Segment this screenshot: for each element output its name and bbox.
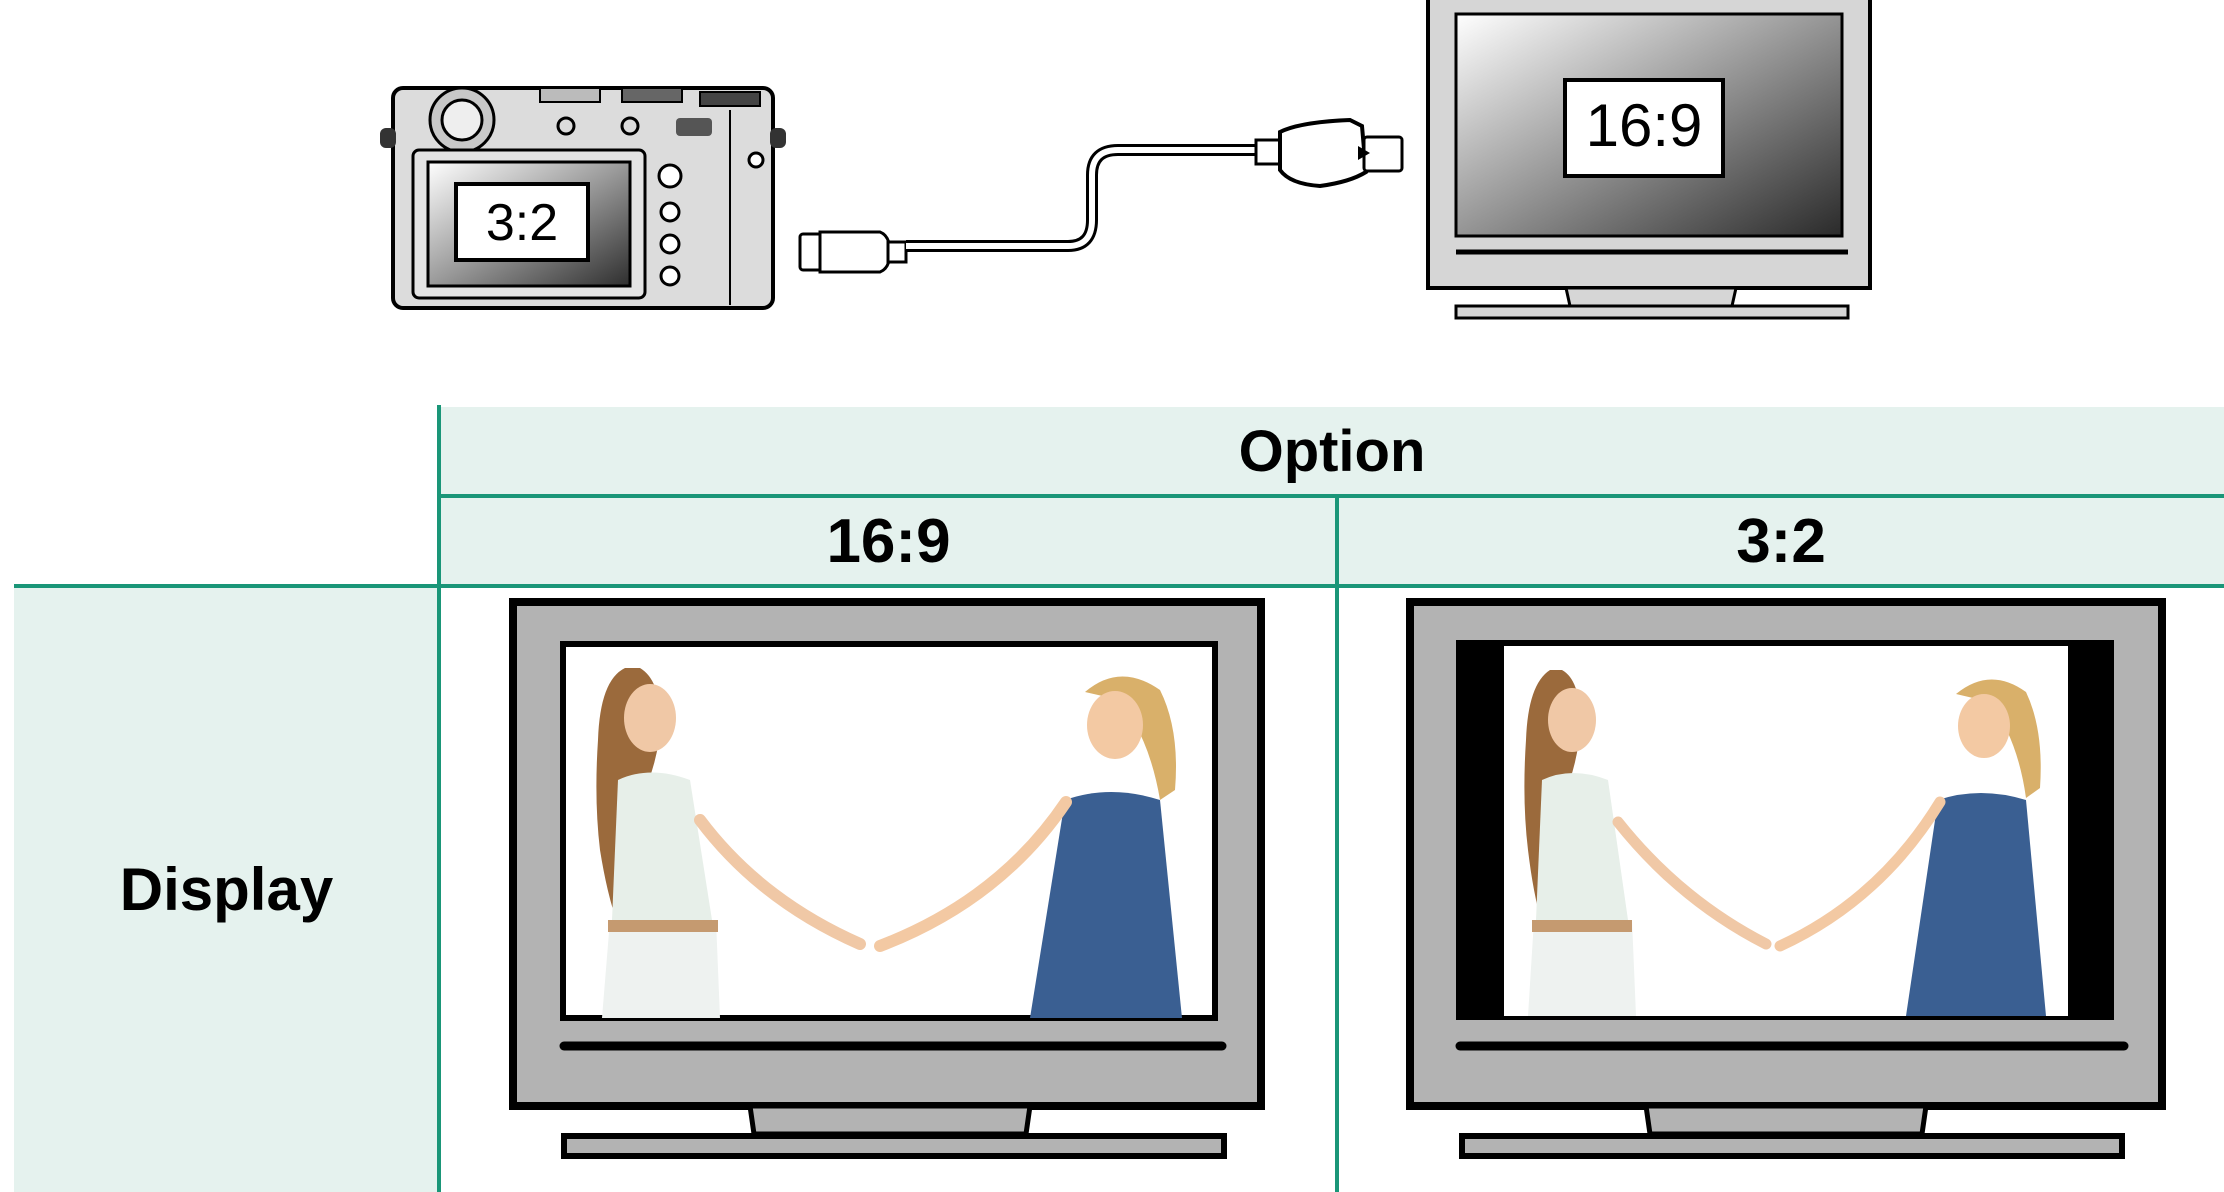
person-right-figure <box>1774 679 2046 1016</box>
column-header-3-2-label: 3:2 <box>1736 506 1826 576</box>
option-header: Option <box>440 407 2224 496</box>
tv-screen-label: 16:9 <box>1586 92 1703 159</box>
hdmi-cable-icon <box>798 117 1404 274</box>
option-header-label: Option <box>1238 419 1426 484</box>
row-header-display: Display <box>14 587 439 1192</box>
person-right-figure <box>874 676 1182 1018</box>
table-rule-vertical-mid <box>1335 495 1339 1192</box>
tv-display-3-2 <box>1406 598 2166 1159</box>
person-left-figure <box>596 668 866 1018</box>
column-header-16-9: 16:9 <box>440 497 1337 585</box>
table-rule-under-option <box>437 494 2224 498</box>
table-rule-vertical-left <box>437 405 441 1192</box>
tv-display-16-9 <box>509 598 1265 1159</box>
camera-aspect-box <box>454 182 590 262</box>
person-left-figure <box>1524 670 1772 1016</box>
row-header-display-label: Display <box>119 856 334 923</box>
camera-screen-label: 3:2 <box>486 194 558 252</box>
column-header-3-2: 3:2 <box>1338 497 2224 585</box>
column-header-16-9-label: 16:9 <box>826 506 951 576</box>
table-rule-under-columns <box>14 584 2224 588</box>
tv-aspect-box <box>1563 78 1725 178</box>
